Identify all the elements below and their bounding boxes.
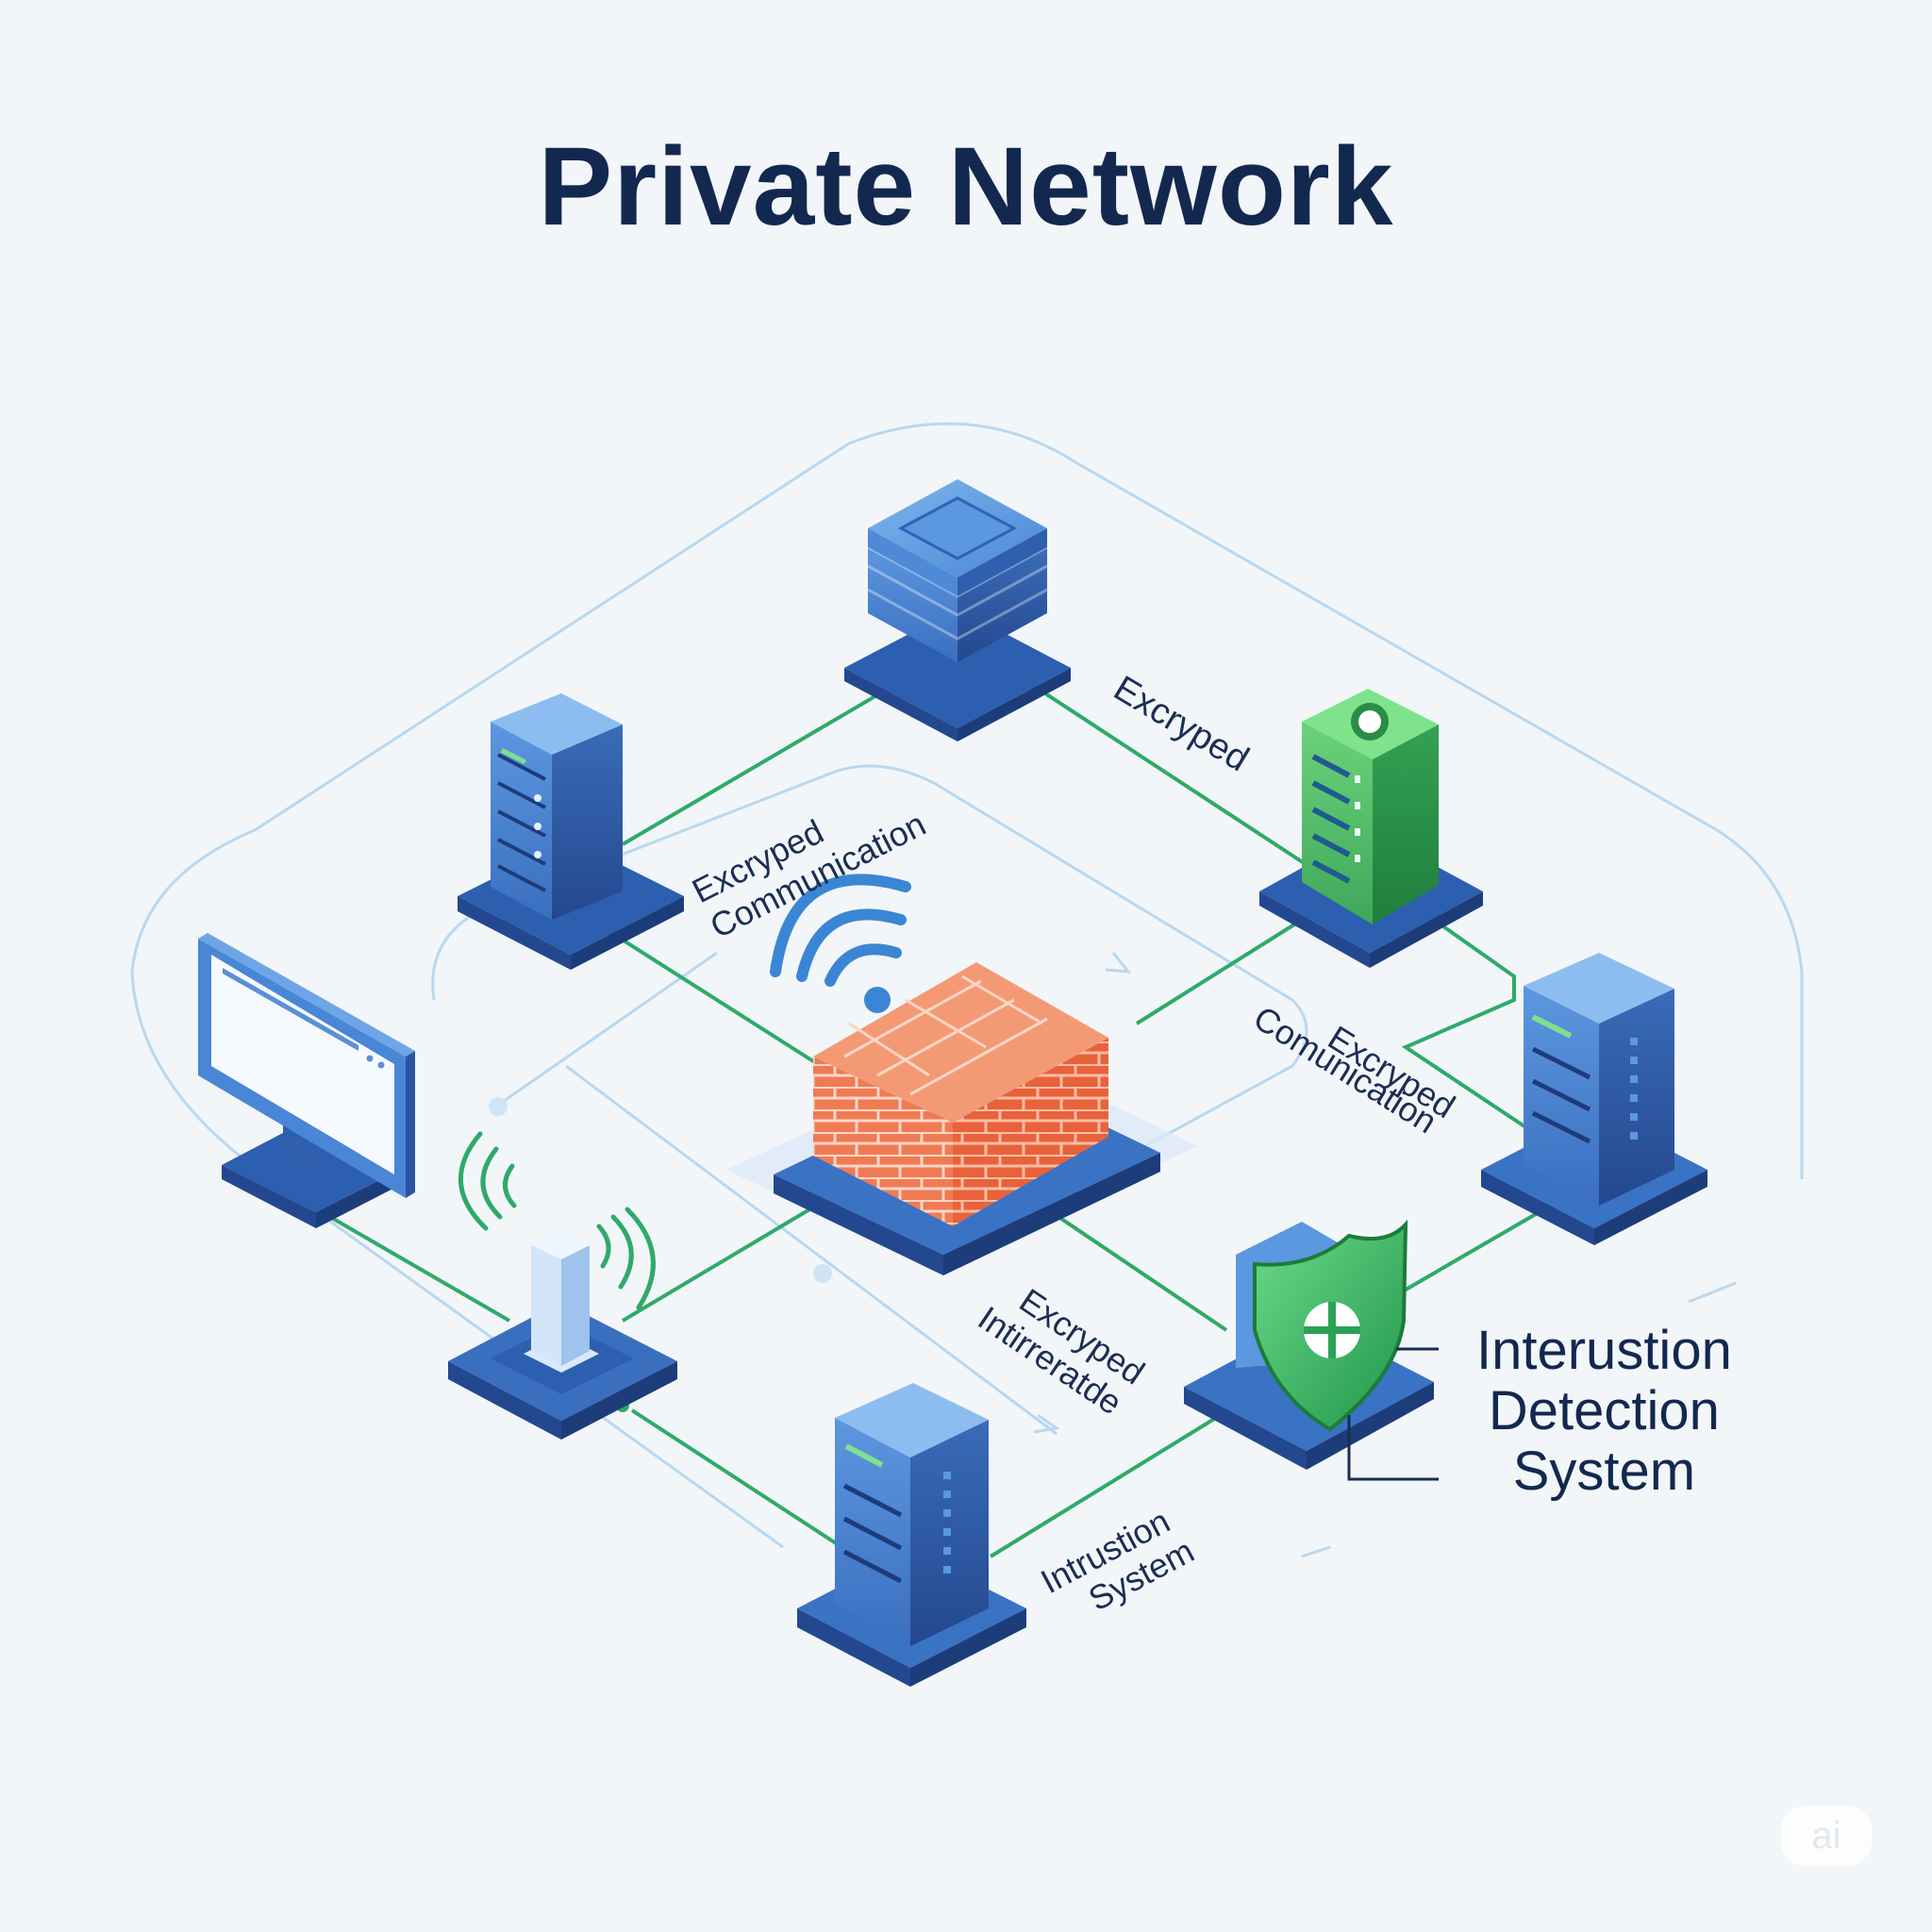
ids-label-line: Detection: [1488, 1380, 1720, 1441]
flow-path-left: [499, 951, 718, 1106]
brick-firewall-icon: [726, 962, 1198, 1275]
flow-node: [813, 1264, 832, 1283]
monitor-icon: [198, 933, 415, 1228]
flow-tick: [1301, 1545, 1331, 1558]
green-server-icon: [1259, 689, 1483, 968]
flow-arrow-1: [1105, 952, 1132, 974]
network-boundary: [130, 422, 1804, 1179]
shield-icon: [1253, 1219, 1408, 1432]
wireless-access-point-icon: [448, 1231, 677, 1440]
connection-label: Excryped: [1107, 669, 1255, 780]
flow-arrow-2: [1033, 1413, 1060, 1434]
wifi-signal-icon: [458, 1131, 656, 1310]
network-boundary-lower: [130, 971, 784, 1549]
ids-callout-label: Interustion Detection System: [1476, 1321, 1732, 1502]
flow-path-center: [565, 1064, 1058, 1436]
ids-callout-lines: [1347, 1347, 1439, 1481]
flow-path-inner: [431, 764, 1308, 1181]
wifi-icon: [770, 874, 911, 1013]
flow-node: [489, 1097, 508, 1116]
label-bottom: Intrustion System: [1035, 1501, 1201, 1618]
ids-label-line: System: [1512, 1441, 1696, 1502]
label-top-right: Excryped: [1107, 669, 1255, 780]
server-tower-icon: [797, 1383, 1026, 1687]
flow-tick: [1688, 1281, 1737, 1304]
ids-label-line: Interustion: [1476, 1320, 1732, 1381]
server-tower-icon: [1481, 953, 1707, 1245]
diagram-title: Private Network: [538, 125, 1394, 249]
server-rack-icon: [458, 693, 684, 970]
watermark-badge: ai: [1781, 1806, 1872, 1866]
storage-stack-icon: [844, 479, 1071, 741]
label-center-low: Excryped Intirreratde: [972, 1281, 1152, 1423]
